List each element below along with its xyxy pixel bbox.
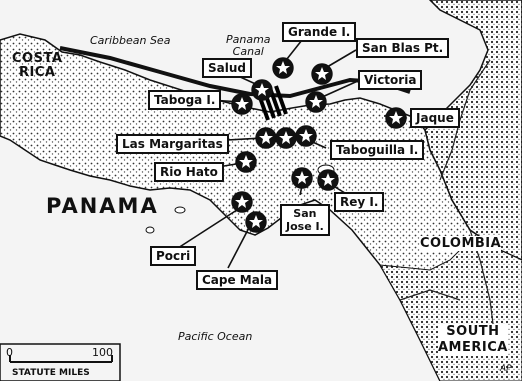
site-label-taboguilla: Taboguilla I. (330, 140, 425, 160)
scale-unit: STATUTE MILES (12, 368, 90, 378)
star-cape-mala (245, 211, 267, 233)
site-label-las-margaritas: Las Margaritas (116, 134, 229, 154)
star-salud (251, 79, 273, 101)
site-label-cape-mala: Cape Mala (196, 270, 279, 290)
site-label-rey: Rey I. (334, 192, 385, 212)
star-rey (317, 169, 339, 191)
site-label-jaque: Jaque (410, 108, 460, 128)
scale-bar (9, 355, 113, 363)
credit-ap: AP (500, 364, 512, 374)
site-label-taboga: Taboga I. (148, 90, 222, 110)
star-rio-hato (235, 151, 257, 173)
star-center1 (275, 127, 297, 149)
site-label-salud: Salud (202, 58, 252, 78)
label-caribbean: Caribbean Sea (90, 34, 171, 47)
star-taboga (231, 93, 253, 115)
scale-zero: 0 (6, 346, 13, 359)
scale-max: 100 (92, 346, 113, 359)
star-margaritas (255, 127, 277, 149)
star-taboguilla (295, 125, 317, 147)
label-panama: PANAMA (46, 194, 159, 218)
star-pocri (231, 191, 253, 213)
star-san-jose (291, 167, 313, 189)
site-label-san-jose: San Jose I. (280, 204, 330, 236)
label-pacific: Pacific Ocean (178, 330, 253, 343)
label-south-america: SOUTH AMERICA (438, 324, 508, 356)
star-grande (272, 57, 294, 79)
site-label-victoria: Victoria (358, 70, 423, 90)
label-panama-canal: Panama Canal (226, 33, 271, 58)
star-san-blas (311, 63, 333, 85)
site-label-san-blas: San Blas Pt. (356, 38, 450, 58)
star-jaque (385, 107, 407, 129)
site-label-pocri: Pocri (150, 246, 197, 266)
label-costa-rica: COSTA RICA (12, 51, 63, 80)
star-victoria (305, 91, 327, 113)
site-label-rio-hato: Rio Hato (154, 162, 224, 182)
site-label-grande: Grande I. (282, 22, 357, 42)
label-colombia: COLOMBIA (420, 236, 502, 251)
